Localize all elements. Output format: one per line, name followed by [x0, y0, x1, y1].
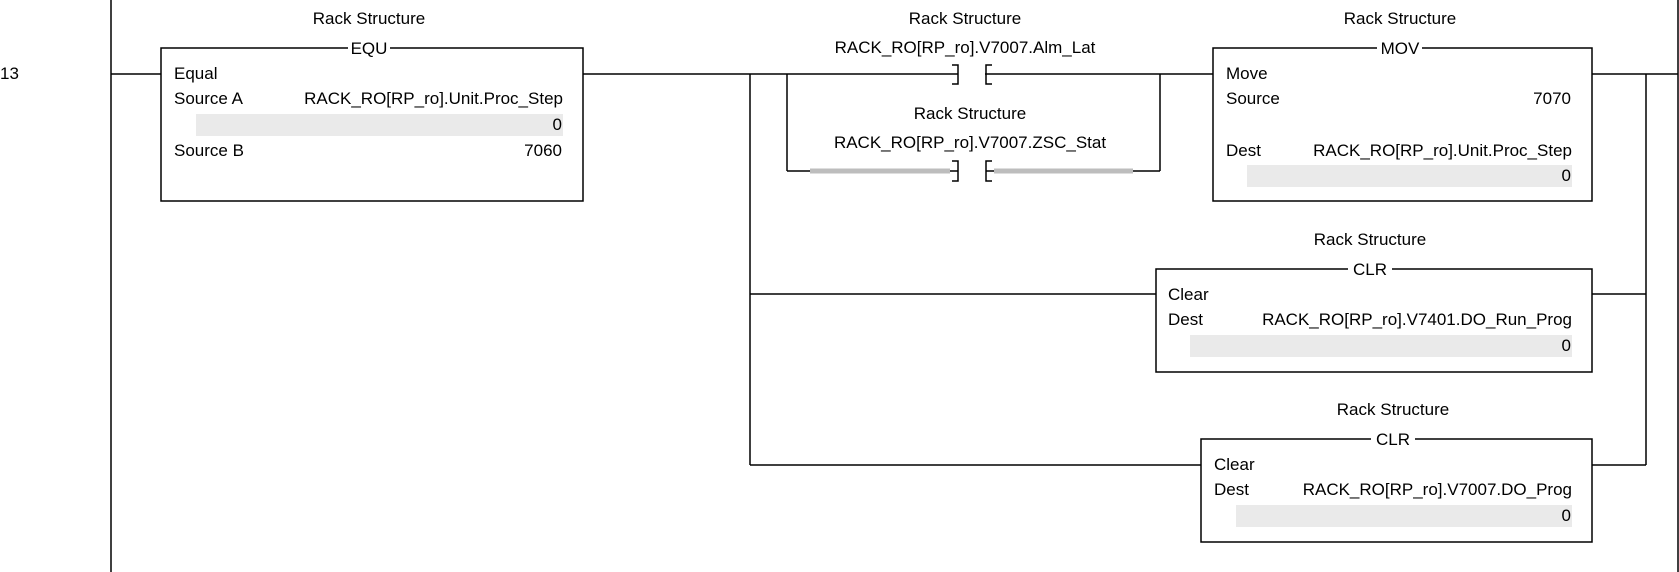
clr-run-prog-dest-label: Dest [1168, 310, 1203, 329]
equ-instruction[interactable]: Rack Structure EQU Equal Source A RACK_R… [160, 9, 584, 202]
mov-source-label: Source [1226, 89, 1280, 108]
mov-title: Move [1226, 64, 1268, 83]
equ-mnemonic: EQU [351, 39, 388, 58]
contact-alm-lat-right-plate [985, 64, 992, 85]
mov-source-value[interactable]: 7070 [1533, 89, 1571, 108]
equ-source-b-label: Source B [174, 141, 244, 160]
clr-run-prog-mnemonic: CLR [1353, 260, 1387, 279]
contact-zsc-stat-right-plate [985, 160, 992, 182]
clr-prog-mnemonic-gap [1371, 431, 1415, 447]
clr-prog-dest-label: Dest [1214, 480, 1249, 499]
equ-title: Equal [174, 64, 217, 83]
clr-run-prog-title: Clear [1168, 285, 1209, 304]
equ-source-a-label: Source A [174, 89, 244, 108]
contact-alm-lat-left-plate [952, 64, 959, 85]
contact-zsc-stat-tag: RACK_RO[RP_ro].V7007.ZSC_Stat [834, 133, 1106, 152]
clr-run-prog-dest-value-field [1190, 335, 1572, 357]
clr-prog-instruction[interactable]: Rack Structure CLR Clear Dest RACK_RO[RP… [1200, 400, 1593, 543]
contact-alm-lat-gap [958, 66, 985, 82]
mov-mnemonic: MOV [1381, 39, 1420, 58]
equ-source-a-value-field [196, 114, 563, 136]
rung-number: 13 [0, 64, 19, 83]
clr-prog-dest-value-field [1236, 505, 1572, 527]
contact-alm-lat-tag-group: Rack Structure [909, 9, 1021, 28]
mov-dest-tag[interactable]: RACK_RO[RP_ro].Unit.Proc_Step [1313, 141, 1572, 160]
contact-alm-lat[interactable]: Rack Structure RACK_RO[RP_ro].V7007.Alm_… [835, 9, 1096, 85]
clr-prog-tag-group: Rack Structure [1337, 400, 1449, 419]
clr-prog-dest-value: 0 [1562, 506, 1571, 525]
clr-prog-dest-tag[interactable]: RACK_RO[RP_ro].V7007.DO_Prog [1303, 480, 1572, 499]
clr-run-prog-instruction[interactable]: Rack Structure CLR Clear Dest RACK_RO[RP… [1155, 230, 1593, 373]
equ-source-b-value[interactable]: 7060 [524, 141, 562, 160]
clr-prog-title: Clear [1214, 455, 1255, 474]
contact-zsc-stat-left-plate [952, 160, 959, 182]
mov-instruction[interactable]: Rack Structure MOV Move Source 7070 Dest… [1212, 9, 1593, 202]
clr-prog-mnemonic: CLR [1376, 430, 1410, 449]
mov-dest-value-field [1247, 165, 1572, 187]
contact-alm-lat-tag: RACK_RO[RP_ro].V7007.Alm_Lat [835, 38, 1096, 57]
mov-mnemonic-gap [1377, 40, 1422, 56]
equ-mnemonic-gap [348, 40, 390, 56]
mov-dest-value: 0 [1562, 166, 1571, 185]
clr-run-prog-dest-tag[interactable]: RACK_RO[RP_ro].V7401.DO_Run_Prog [1262, 310, 1572, 329]
contact-zsc-stat-tag-group: Rack Structure [914, 104, 1026, 123]
mov-tag-group: Rack Structure [1344, 9, 1456, 28]
clr-run-prog-dest-value: 0 [1562, 336, 1571, 355]
mov-dest-label: Dest [1226, 141, 1261, 160]
equ-source-a-value: 0 [553, 115, 562, 134]
equ-tag-group: Rack Structure [313, 9, 425, 28]
clr-run-prog-mnemonic-gap [1348, 261, 1392, 277]
equ-source-a-tag[interactable]: RACK_RO[RP_ro].Unit.Proc_Step [304, 89, 563, 108]
clr-run-prog-tag-group: Rack Structure [1314, 230, 1426, 249]
contact-zsc-stat[interactable]: Rack Structure RACK_RO[RP_ro].V7007.ZSC_… [810, 104, 1133, 182]
